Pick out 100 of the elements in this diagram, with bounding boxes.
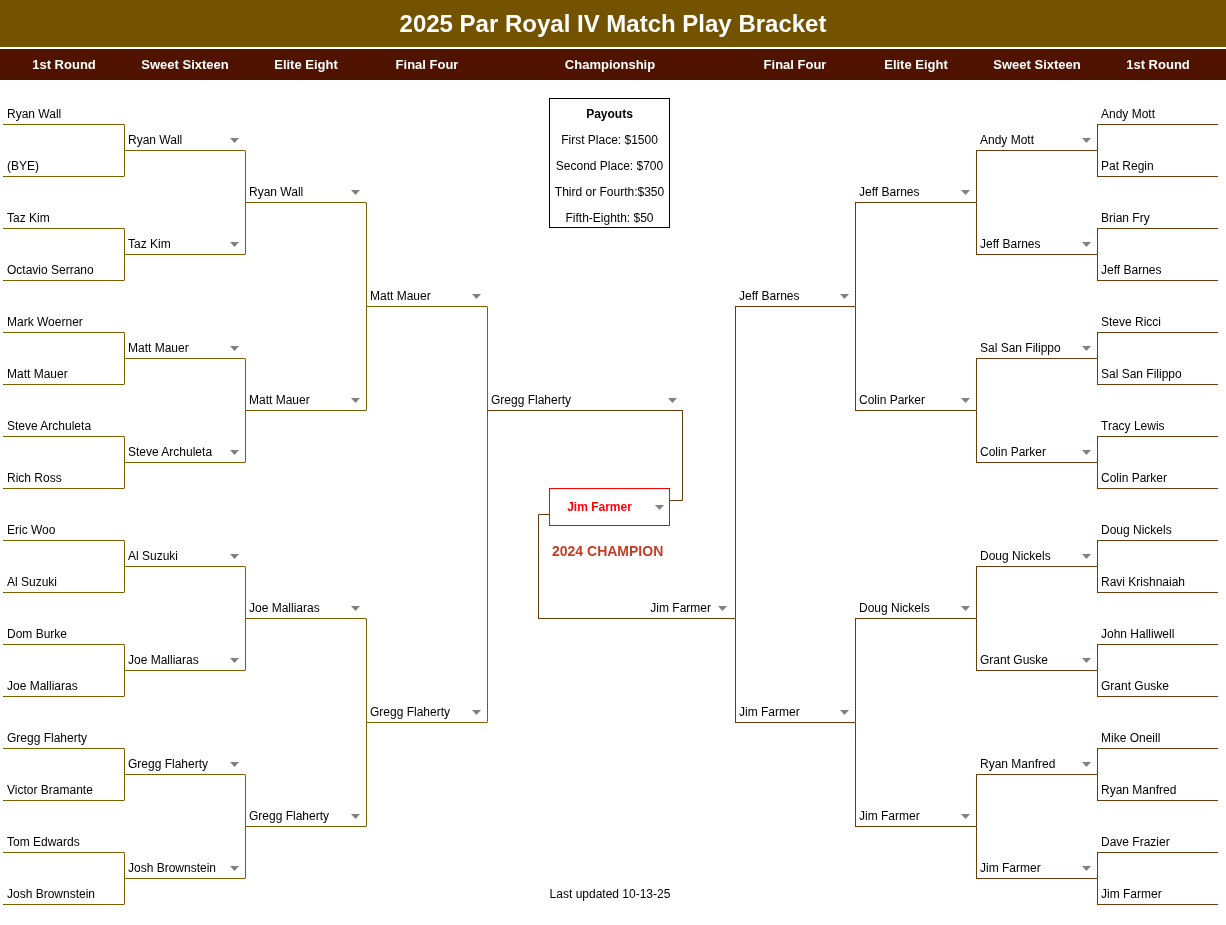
bracket-line <box>124 644 125 671</box>
player-name: Jim Farmer <box>859 809 920 823</box>
player-name: Eric Woo <box>7 523 56 537</box>
bracket-line <box>855 722 856 827</box>
round-header: Sweet Sixteen <box>141 57 229 73</box>
player-name: Joe Malliaras <box>7 679 78 693</box>
player-name: Tracy Lewis <box>1101 419 1165 433</box>
bracket-line <box>245 358 246 411</box>
player-name: Colin Parker <box>859 393 926 407</box>
player-name: Gregg Flaherty <box>128 757 209 771</box>
player-name: Jeff Barnes <box>739 289 800 303</box>
player-name: Sal San Filippo <box>980 341 1061 355</box>
bracket-line <box>124 748 125 775</box>
bracket-line <box>124 852 125 879</box>
player-name: Jeff Barnes <box>1101 263 1162 277</box>
player-name: Mike Oneill <box>1101 731 1161 745</box>
bracket-line <box>245 774 246 827</box>
round-header: Elite Eight <box>274 57 338 73</box>
bracket-line <box>124 540 125 567</box>
player-name: Steve Ricci <box>1101 315 1162 329</box>
player-name: Josh Brownstein <box>7 887 96 901</box>
bracket-line <box>976 774 977 827</box>
bracket-line <box>1097 228 1098 255</box>
player-name: Taz Kim <box>128 237 171 251</box>
player-name: Ravi Krishnaiah <box>1101 575 1186 589</box>
player-name: Colin Parker <box>980 445 1047 459</box>
bracket-line <box>976 150 977 203</box>
payout-line: First Place: $1500 <box>561 132 658 148</box>
bracket-line <box>366 306 367 411</box>
player-name: Ryan Manfred <box>1101 783 1177 797</box>
bracket-line <box>245 566 246 619</box>
bracket-line <box>1097 748 1098 775</box>
bracket-line <box>1097 566 1098 593</box>
bracket-line <box>1097 332 1098 359</box>
round-header: Final Four <box>763 57 827 73</box>
bracket-line <box>1097 124 1098 151</box>
player-name: Josh Brownstein <box>128 861 217 875</box>
bracket-line <box>487 410 488 723</box>
bracket-line <box>124 254 125 281</box>
round-header: Elite Eight <box>884 57 948 73</box>
bracket-line <box>976 358 977 411</box>
bracket-line <box>1097 150 1098 177</box>
bracket-line <box>124 566 125 593</box>
payout-line: Second Place: $700 <box>555 158 664 174</box>
bracket-line <box>1097 852 1098 879</box>
player-name: Sal San Filippo <box>1101 367 1182 381</box>
bracket-line <box>976 410 977 463</box>
bracket-line <box>245 826 246 879</box>
bracket-line <box>976 826 977 879</box>
player-name: Grant Guske <box>1101 679 1170 693</box>
bracket-line <box>1097 878 1098 905</box>
player-name: Taz Kim <box>7 211 50 225</box>
player-name: Matt Mauer <box>249 393 310 407</box>
bracket-line <box>366 202 367 307</box>
player-name: Al Suzuki <box>7 575 58 589</box>
bracket-line <box>855 618 856 723</box>
round-header: 1st Round <box>32 57 96 73</box>
player-name: Rich Ross <box>7 471 62 485</box>
bracket-line <box>1097 644 1098 671</box>
bracket-line <box>124 774 125 801</box>
bracket-line <box>735 618 736 723</box>
champion-name: Jim Farmer <box>567 500 632 514</box>
player-name: Gregg Flaherty <box>249 809 330 823</box>
player-name: Jim Farmer <box>980 861 1041 875</box>
round-header: 1st Round <box>1126 57 1190 73</box>
bracket-line <box>124 332 125 359</box>
update-note: Last updated 10-13-25 <box>549 886 671 902</box>
player-name: Steve Archuleta <box>128 445 213 459</box>
bracket-line <box>1097 358 1098 385</box>
player-name: Ryan Wall <box>7 107 62 121</box>
round-header: Final Four <box>395 57 459 73</box>
payout-line: Third or Fourth:$350 <box>554 184 665 200</box>
bracket-line <box>245 410 246 463</box>
player-name: Mark Woerner <box>7 315 83 329</box>
player-name: Andy Mott <box>1101 107 1156 121</box>
player-name: Gregg Flaherty <box>491 393 572 407</box>
player-name: Matt Mauer <box>128 341 189 355</box>
round-header: Championship <box>564 57 656 73</box>
player-name: Steve Archuleta <box>7 419 92 433</box>
player-name: Doug Nickels <box>980 549 1051 563</box>
player-name: Andy Mott <box>980 133 1035 147</box>
player-name: Gregg Flaherty <box>7 731 88 745</box>
bracket-line <box>124 670 125 697</box>
champion-box <box>549 488 670 526</box>
player-name: John Halliwell <box>1101 627 1175 641</box>
bracket-line <box>124 878 125 905</box>
bracket-line <box>124 462 125 489</box>
player-name: Ryan Manfred <box>980 757 1056 771</box>
player-name: Gregg Flaherty <box>370 705 451 719</box>
bracket-line <box>124 150 125 177</box>
player-name: Jim Farmer <box>1101 887 1162 901</box>
bracket-line <box>1097 254 1098 281</box>
player-name: Al Suzuki <box>128 549 179 563</box>
player-name: Ryan Wall <box>128 133 183 147</box>
champion-caption: 2024 CHAMPION <box>552 543 664 559</box>
round-header: Sweet Sixteen <box>993 57 1081 73</box>
player-name: Dave Frazier <box>1101 835 1170 849</box>
bracket-line <box>976 566 977 619</box>
bracket-line <box>124 228 125 255</box>
bracket-line <box>487 306 488 411</box>
